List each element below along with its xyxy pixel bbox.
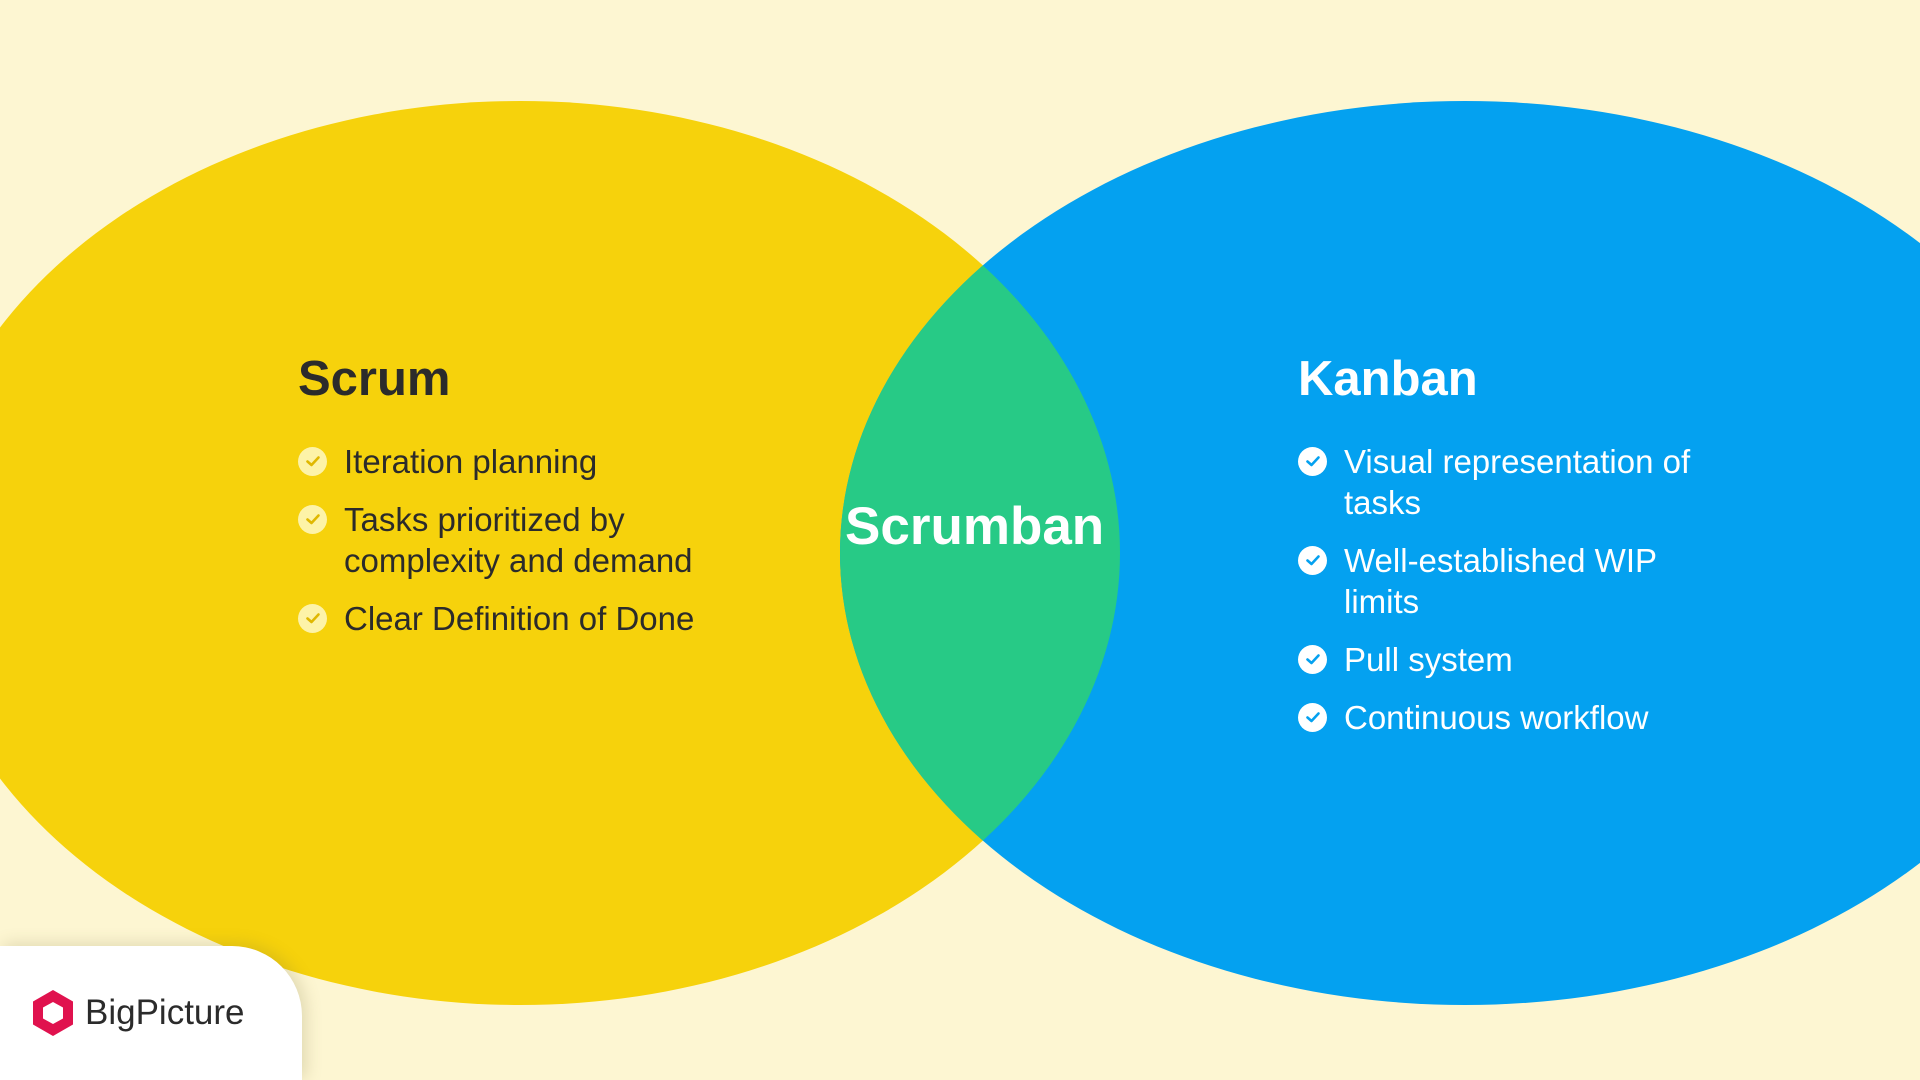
list-item-text: Iteration planning bbox=[344, 442, 598, 480]
list-item-text: Pull system bbox=[1344, 640, 1513, 678]
list-item-text: Visual representation of tasks bbox=[1344, 442, 1691, 521]
kanban-title: Kanban bbox=[1298, 352, 1478, 406]
check-circle-icon bbox=[298, 446, 327, 476]
list-item-text: Clear Definition of Done bbox=[344, 599, 695, 637]
brand-name: BigPicture bbox=[85, 993, 245, 1032]
list-item: Tasks prioritized by complexity and dema… bbox=[298, 499, 738, 581]
list-item-text: Continuous workflow bbox=[1344, 698, 1649, 736]
list-item-text: Well-established WIP limits bbox=[1344, 541, 1657, 620]
check-circle-icon bbox=[298, 603, 327, 633]
list-item-text: Tasks prioritized by complexity and dema… bbox=[344, 500, 693, 579]
list-item: Clear Definition of Done bbox=[298, 598, 738, 639]
list-item: Pull system bbox=[1298, 639, 1728, 680]
check-circle-icon bbox=[298, 504, 327, 534]
hexagon-icon bbox=[33, 990, 73, 1036]
scrumban-label: Scrumban bbox=[845, 497, 1105, 556]
brand-card: BigPicture bbox=[0, 946, 302, 1080]
list-item: Continuous workflow bbox=[1298, 697, 1728, 738]
list-item: Well-established WIP limits bbox=[1298, 540, 1728, 622]
check-circle-icon bbox=[1298, 702, 1327, 732]
scrum-circle bbox=[0, 101, 1120, 1005]
check-circle-icon bbox=[1298, 446, 1327, 476]
list-item: Visual representation of tasks bbox=[1298, 441, 1728, 523]
scrum-title: Scrum bbox=[298, 352, 451, 406]
check-circle-icon bbox=[1298, 545, 1327, 575]
list-item: Iteration planning bbox=[298, 441, 738, 482]
check-circle-icon bbox=[1298, 644, 1327, 674]
kanban-circle bbox=[840, 101, 1920, 1005]
